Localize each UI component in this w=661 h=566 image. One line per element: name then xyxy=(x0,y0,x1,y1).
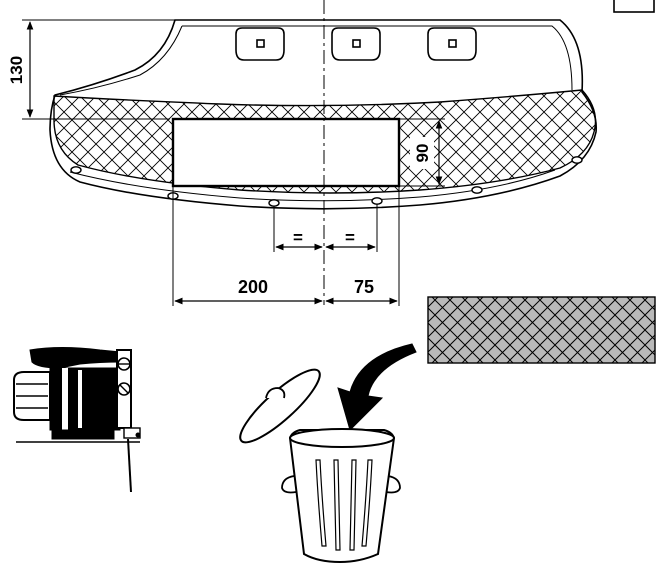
jigsaw-icon xyxy=(13,347,141,493)
dimension-75-label: 75 xyxy=(354,277,374,297)
material-sample-swatch xyxy=(427,296,656,364)
dimension-130: 130 xyxy=(7,19,180,120)
corner-box xyxy=(613,0,655,13)
dimension-200-75: 200 75 xyxy=(172,186,400,306)
bumper-panel xyxy=(49,19,598,210)
dimension-90-label: 90 xyxy=(413,144,432,163)
dimension-130-label: 130 xyxy=(7,56,26,84)
trash-can-icon xyxy=(239,368,401,564)
equal-left-label: = xyxy=(293,228,303,247)
dimension-200-label: 200 xyxy=(238,277,268,297)
dimension-equal-spacing: = = xyxy=(273,204,378,252)
cutout-rectangle xyxy=(171,117,401,188)
equal-right-label: = xyxy=(345,228,355,247)
mounting-slots xyxy=(70,156,583,207)
curved-arrow-icon xyxy=(337,343,417,431)
mounting-tabs xyxy=(235,27,477,61)
dimension-90: 90 xyxy=(398,118,445,187)
